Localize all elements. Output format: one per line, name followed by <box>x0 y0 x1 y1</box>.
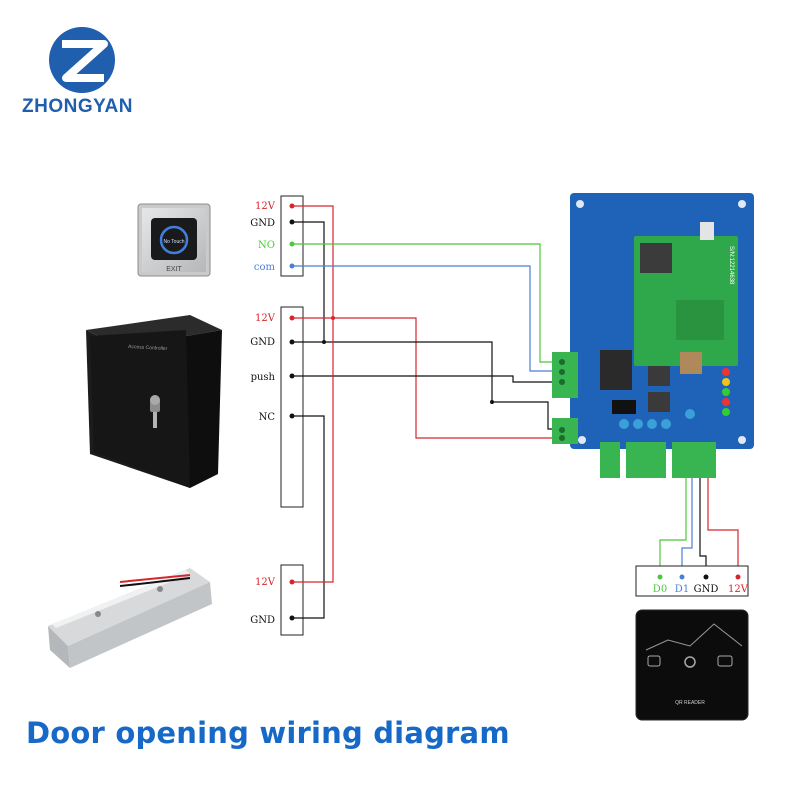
reader-terminals: D0 D1 GND 12V <box>653 574 749 595</box>
exit-button-bottom-text: EXIT <box>166 266 182 273</box>
power-supply-device: Access Controller <box>86 315 222 488</box>
wire-power-gnd <box>292 341 562 430</box>
power-label-nc: NC <box>259 412 276 423</box>
lock-label-gnd: GND <box>250 615 275 626</box>
wire-reader-d1 <box>681 478 693 574</box>
exit-button-device: No Touch EXIT <box>137 203 211 277</box>
controller-board: S/N:12214638 <box>552 193 754 478</box>
exit-label-12v: 12V <box>255 201 276 212</box>
wire-reader-12v <box>707 478 739 574</box>
wire-exit-com <box>292 265 562 372</box>
power-terminal-block <box>280 306 304 508</box>
wire-power-nc <box>292 415 325 619</box>
reader-terminal-block <box>635 565 749 597</box>
power-supply-label: Access Controller <box>128 344 168 352</box>
wire-reader-d0 <box>659 478 687 574</box>
exit-label-gnd: GND <box>250 218 275 229</box>
brand-name: ZHONGYAN <box>22 96 133 117</box>
wire-power-push <box>292 375 562 383</box>
exit-button-top-text: No Touch <box>163 239 184 245</box>
reader-label-gnd: GND <box>694 584 719 595</box>
reader-label-d1: D1 <box>675 584 689 595</box>
wire-exit-gnd <box>292 221 325 342</box>
power-label-gnd: GND <box>250 337 275 348</box>
exit-label-com: com <box>254 262 276 273</box>
wire-exit-no <box>292 243 562 363</box>
lock-terminals: 12V GND <box>250 577 295 626</box>
reader-label-d0: D0 <box>653 584 667 595</box>
lock-terminal-block <box>280 564 304 636</box>
power-label-push: push <box>251 372 276 383</box>
camera-icon <box>684 656 696 668</box>
exit-terminal-block <box>280 195 304 277</box>
wire-power-12v <box>292 317 562 439</box>
wire-exit-12v <box>292 205 334 318</box>
reader-label-12v: 12V <box>728 584 749 595</box>
zhongyan-logo-icon <box>49 27 115 93</box>
board-serial-label: S/N:12214638 <box>728 246 734 285</box>
card-icon <box>717 655 733 667</box>
exit-terminals: 12V GND NO com <box>250 201 295 273</box>
qr-code-icon <box>647 655 661 667</box>
power-terminals: 12V GND push NC <box>250 313 295 423</box>
wire-reader-gnd <box>699 478 707 574</box>
diagram-caption: Door opening wiring diagram <box>26 716 510 750</box>
power-label-12v: 12V <box>255 313 276 324</box>
exit-label-no: NO <box>258 240 275 251</box>
reader-device-label: QR READER <box>675 700 705 706</box>
wire-lock-12v <box>292 318 334 583</box>
magnetic-lock-device <box>48 568 212 668</box>
lock-label-12v: 12V <box>255 577 276 588</box>
qr-reader-device: QR READER <box>635 609 749 721</box>
